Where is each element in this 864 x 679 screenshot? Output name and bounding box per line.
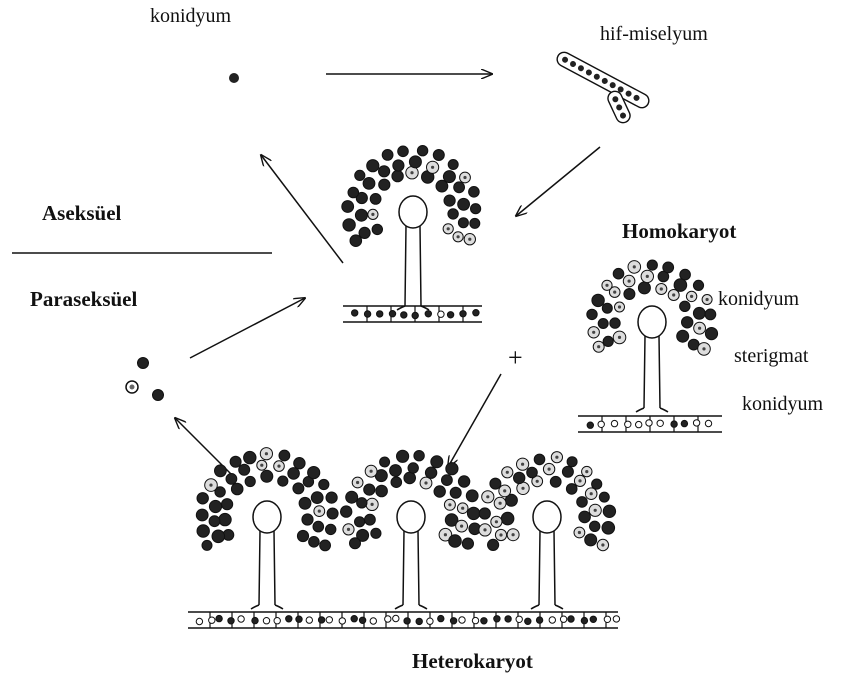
homokaryon-label: Homokaryot [622,219,736,243]
arrow-homokaryon-to-heterokaryon [448,374,501,467]
plus-sign: + [508,343,523,372]
arrow-hyphae-to-conidiophore [516,147,600,216]
arrow-conidiophore-to-conidium [261,155,343,263]
substrate-hypha-bottom-icon [188,612,620,628]
hyphae-label: hif-miselyum [600,23,708,45]
arrow-conidia-to-conidiophore [190,298,305,358]
conidium-label-right-2: konidyum [742,393,824,415]
substrate-hypha-right-icon [578,416,722,432]
asexual-label: Aseksüel [42,201,122,225]
conidiophore-heterokaryon-2-icon [341,450,481,609]
hyphae-mycelium-icon [555,50,652,125]
conidiophore-heterokaryon-1-icon [196,448,338,609]
heterokaryon-label: Heterokaryot [412,649,533,673]
conidium-spore-icon [229,73,239,83]
cycle-arrows [175,74,600,474]
conidium-top-label: konidyum [150,5,232,27]
conidiophore-heterokaryon-3-icon [479,452,616,609]
conidium-label-right-1: konidyum [718,288,800,310]
parasexual-label: Paraseksüel [30,287,137,311]
substrate-hypha-center-icon [343,306,482,322]
sterigma-label: sterigmat [734,345,809,367]
conidiophore-center-icon [342,146,481,311]
free-conidia-icon [126,358,164,401]
conidiophore-homokaryon-icon [587,260,718,412]
